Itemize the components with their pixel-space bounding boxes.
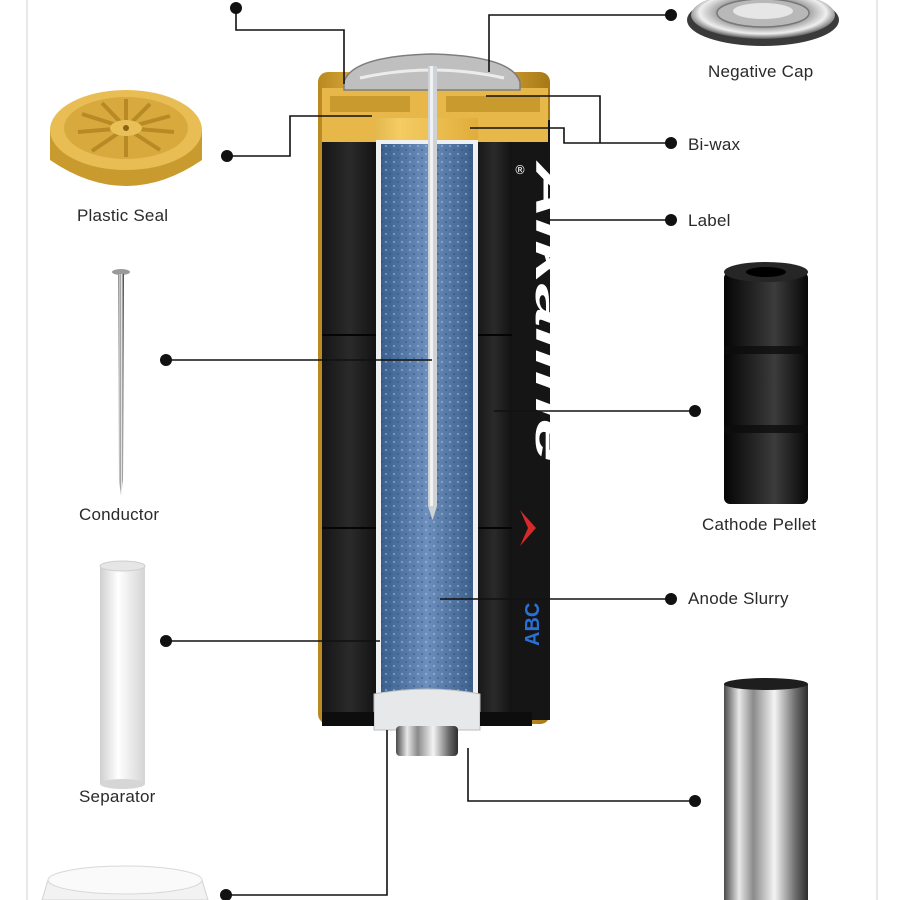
top-left-leader	[235, 8, 345, 84]
conductor-illustration	[112, 269, 130, 496]
conductor-label: Conductor	[79, 505, 160, 524]
plastic-seal-leader	[227, 115, 372, 157]
bi-wax-leader-a	[486, 95, 601, 143]
battery-cutaway: Alkaline ® ABC	[318, 53, 574, 756]
separator-illustration	[99, 560, 146, 789]
separator-label: Separator	[79, 787, 156, 806]
negative-cap-illustration	[687, 0, 839, 46]
label-part-label: Label	[688, 211, 731, 230]
alkaline-red-mark	[520, 510, 536, 546]
plastic-seal-illustration	[50, 90, 202, 186]
bottom-insulator-leader	[226, 730, 388, 896]
registered-mark: ®	[514, 163, 526, 177]
negative-cap-leader	[488, 14, 671, 72]
alkaline-brand-text: Alkaline	[527, 160, 574, 462]
cathode-pellet-label: Cathode Pellet	[702, 515, 817, 534]
svg-text:ABC: ABC	[522, 603, 544, 646]
steel-can-leader	[467, 748, 695, 802]
bi-wax-leader-b	[470, 127, 671, 144]
steel-can-illustration	[724, 678, 808, 900]
leader-lines	[166, 8, 695, 896]
plastic-seal-label: Plastic Seal	[77, 206, 169, 225]
leader-dots	[160, 2, 701, 900]
bottom-insulator-illustration	[41, 865, 209, 900]
anode-slurry-label: Anode Slurry	[688, 589, 789, 608]
abc-logo: ABC	[522, 603, 544, 646]
negative-cap-label: Negative Cap	[708, 62, 814, 81]
cathode-pellet-illustration	[724, 262, 808, 504]
bi-wax-label: Bi-wax	[688, 135, 741, 154]
left-frame-edge	[26, 0, 28, 900]
right-frame-edge	[876, 0, 878, 900]
svg-text:Alkaline: Alkaline	[527, 160, 574, 462]
